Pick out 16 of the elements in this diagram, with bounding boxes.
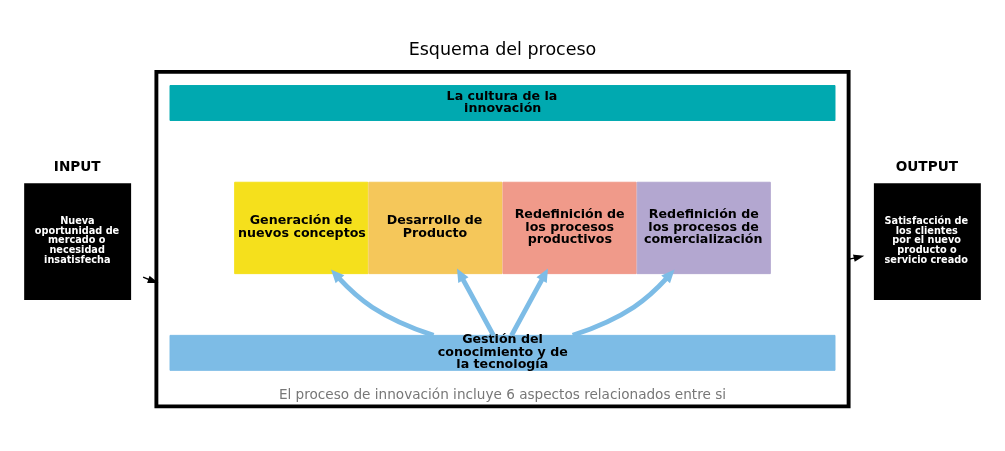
node-box: Redefinición de los procesos de comercialización [636,181,771,275]
node-label: INPUT [53,157,101,174]
node-box: Nueva oportunidad de mercado o necesidad insatisfecha [24,183,132,300]
node-box: Desarrollo de Producto [368,181,503,275]
arrow [509,268,548,337]
node-box: Redefinición de los procesos productivos [502,181,637,275]
arrow [457,268,496,337]
node-box: Generación de nuevos conceptos [234,181,369,275]
node-label: OUTPUT [895,157,958,174]
node-box: La cultura de la innovación [169,85,836,121]
arrow [330,269,435,338]
node-box: Gestión del conocimiento y de la tecnología [169,334,836,371]
diagram-title: Esquema del proceso [408,38,597,59]
arrow [571,269,675,338]
node-box: Satisfacción de los clientes por el nuevo producto o servicio creado [873,183,981,300]
arrow [847,254,865,262]
